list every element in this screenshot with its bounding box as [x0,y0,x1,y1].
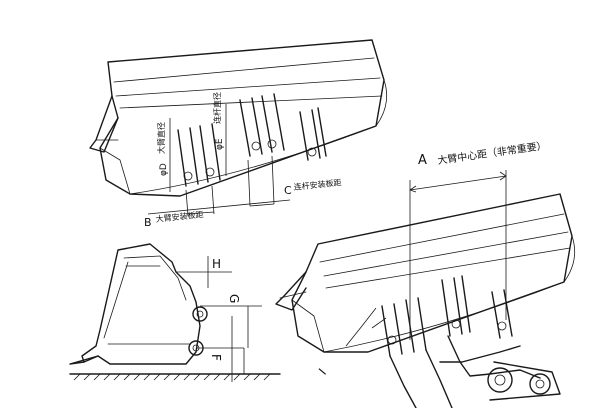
label-link-dia: 连杆直径 [212,92,222,124]
label-h: H [212,257,221,271]
label-phi-d: φD [159,163,169,176]
label-i: I [316,366,329,378]
label-phi-e: φE [215,138,225,150]
installed-bucket-view [275,170,576,408]
label-g: G [227,294,241,303]
label-f: F [209,354,223,361]
label-c-text: 连杆安装板距 [293,177,342,192]
label-big-arm-dia: 大臂直径 [156,122,166,154]
label-b-letter: B [144,216,152,229]
label-c-letter: C [284,184,292,197]
side-view-bucket [69,243,281,382]
label-a-letter: A [418,153,427,168]
top-bucket-view [89,39,388,217]
label-a-text: 大臂中心距（非常重要） [437,139,548,167]
